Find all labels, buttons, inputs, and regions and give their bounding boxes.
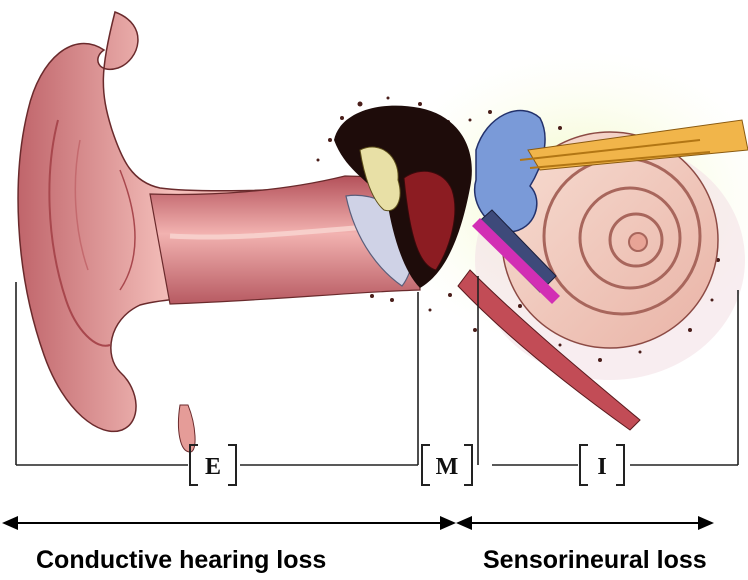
outer-ear-label: E <box>205 454 221 480</box>
conductive-range-arrow <box>2 516 456 530</box>
sensorineural-range-arrow <box>456 516 714 530</box>
sensorineural-loss-caption: Sensorineural loss <box>483 546 707 575</box>
inner-ear-label: I <box>597 454 606 480</box>
middle-ear-label: M <box>436 454 459 480</box>
conductive-hearing-loss-caption: Conductive hearing loss <box>36 546 326 575</box>
middle-ear-marker: M <box>422 445 472 485</box>
outer-ear-marker: E <box>190 445 236 485</box>
inner-ear-marker: I <box>580 445 624 485</box>
